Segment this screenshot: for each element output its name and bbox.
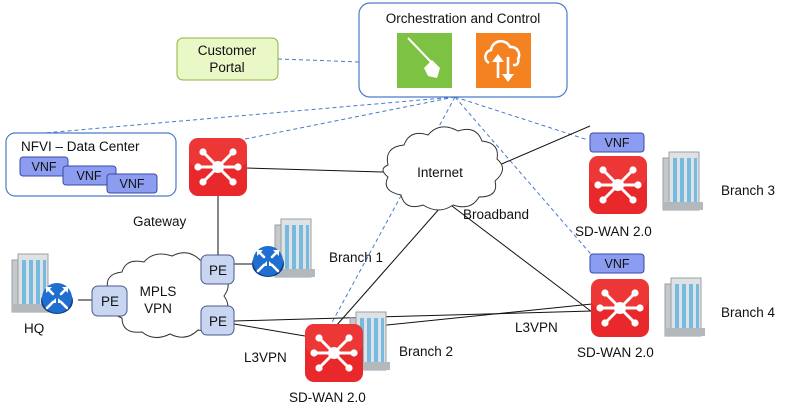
- pe-branch4-link: [233, 310, 593, 322]
- branch4-device-label: SD-WAN 2.0: [577, 345, 654, 360]
- branch1-label: Branch 1: [329, 250, 383, 265]
- branch2-sdwan-router: [303, 322, 365, 384]
- hq-label: HQ: [24, 321, 44, 336]
- svg-text:VNF: VNF: [32, 160, 57, 174]
- pe-router-hq: PE: [78, 285, 128, 317]
- hq-site: HQ: [11, 253, 75, 336]
- portal-label-line2: Portal: [209, 60, 244, 75]
- orchestration-panel: Orchestration and Control: [358, 2, 568, 98]
- gateway-router: Gateway: [133, 136, 249, 229]
- branch1-site: Branch 1: [250, 218, 383, 279]
- svg-text:PE: PE: [209, 314, 227, 329]
- branch3-site: VNF Branch 3 SD-WAN 2.0: [575, 132, 775, 239]
- nfvi-vnf-3: VNF: [106, 173, 158, 194]
- svg-text:PE: PE: [101, 294, 119, 309]
- orchestration-conductor-icon: [397, 33, 452, 88]
- orchestration-title: Orchestration and Control: [386, 11, 541, 26]
- mpls-label-line1: MPLS: [140, 284, 177, 299]
- mpls-vpn-cloud: MPLS VPN: [106, 252, 229, 338]
- pe-router-bottom: PE: [200, 305, 235, 336]
- branch3-vnf: VNF: [589, 132, 645, 153]
- branch3-device-label: SD-WAN 2.0: [575, 224, 652, 239]
- orchestration-cloud-icon: [476, 33, 531, 88]
- internet-branch3-link: [496, 125, 591, 167]
- branch1-router-icon: [250, 244, 286, 279]
- svg-text:VNF: VNF: [120, 177, 145, 191]
- branch4-label: Branch 4: [721, 305, 776, 320]
- branch2-device-label: SD-WAN 2.0: [289, 390, 366, 405]
- pe-branch2-link: [233, 323, 306, 337]
- customer-portal: Customer Portal: [176, 37, 279, 81]
- orch-to-nfvi-link: [43, 96, 456, 134]
- branch4-vnf: VNF: [589, 253, 645, 274]
- orch-to-branch4-link: [454, 96, 597, 261]
- pe-router-top: PE: [200, 254, 235, 285]
- branch2-site: Branch 2 SD-WAN 2.0 L3VPN: [244, 311, 453, 405]
- hq-router-icon: [39, 281, 75, 316]
- portal-link: [277, 58, 361, 63]
- nfvi-vnf-2: VNF: [62, 165, 117, 186]
- svg-text:VNF: VNF: [77, 169, 102, 183]
- internet-cloud: Internet: [382, 126, 503, 211]
- portal-label-line1: Customer: [198, 43, 257, 58]
- branch2-label: Branch 2: [399, 344, 453, 359]
- branch2-l3vpn-label: L3VPN: [244, 350, 287, 365]
- branch3-building-icon: [662, 151, 704, 211]
- svg-text:VNF: VNF: [605, 136, 630, 150]
- broadband-label: Broadband: [463, 207, 529, 222]
- branch4-sdwan-router: [589, 277, 651, 339]
- internet-branch4-link: [451, 205, 593, 313]
- nfvi-vnf-1: VNF: [19, 156, 69, 177]
- gateway-label: Gateway: [133, 214, 187, 229]
- orch-to-branch3-link: [454, 96, 589, 141]
- branch3-label: Branch 3: [721, 183, 775, 198]
- svg-text:VNF: VNF: [605, 257, 630, 271]
- branch3-sdwan-router: [587, 154, 649, 216]
- branch2-branch4-link: [367, 303, 593, 328]
- gateway-internet-link: [244, 167, 385, 173]
- nfvi-title: NFVI – Data Center: [21, 139, 140, 154]
- branch4-building-icon: [664, 277, 706, 337]
- branch4-l3vpn-label: L3VPN: [515, 320, 558, 335]
- svg-text:PE: PE: [209, 263, 227, 278]
- mpls-label-line2: VPN: [144, 301, 172, 316]
- network-links: [217, 125, 593, 337]
- internet-label: Internet: [417, 165, 463, 180]
- internet-branch2-link: [335, 207, 441, 327]
- branch4-site: VNF Branch 4 SD-WAN 2.0 L3VPN: [515, 253, 776, 360]
- nfvi-data-center: NFVI – Data Center VNF VNF VNF: [5, 132, 177, 197]
